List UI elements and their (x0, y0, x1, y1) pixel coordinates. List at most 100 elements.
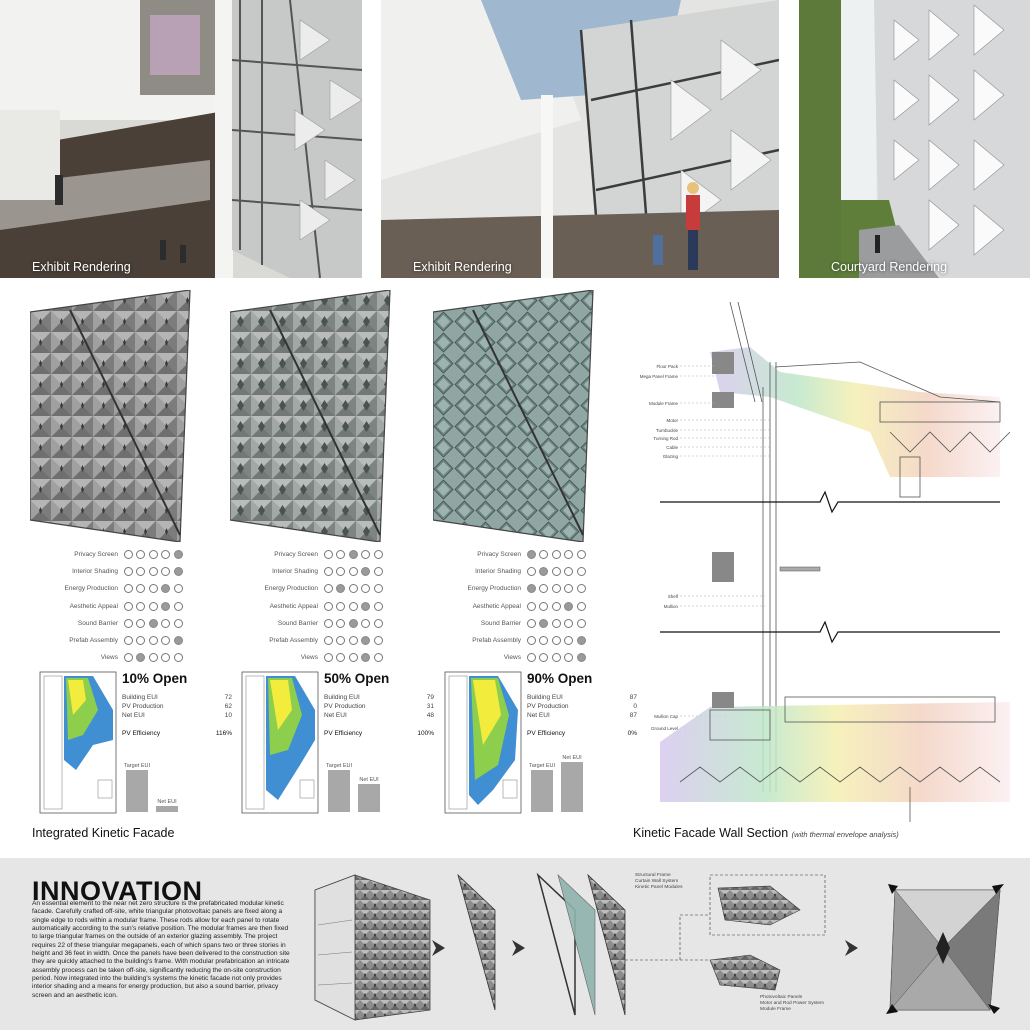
label-kinetic-panel-modules: Kinetic Panel Modules (635, 884, 683, 890)
label-module-frame-detail: Module Frame (760, 1006, 791, 1012)
label-curtain-wall-system: Curtain Wall System (635, 878, 678, 884)
stat-title: 90% Open (527, 671, 593, 686)
pv-efficiency-value: 116% (215, 730, 232, 737)
eui-bar (328, 770, 350, 812)
eui-bar-label: Net EUI (157, 799, 177, 806)
stat-row: Building EUI 79 (324, 694, 434, 703)
rating-dot (361, 584, 371, 594)
rating-row: Privacy Screen (234, 546, 424, 563)
label-mullion: Mullion (664, 604, 679, 609)
rating-dot (576, 550, 586, 560)
rating-dot (148, 653, 158, 663)
stat-value: 87 (629, 712, 637, 719)
rating-dot (148, 618, 158, 628)
rating-dot (348, 618, 358, 628)
exhibit-rendering-1: Exhibit Rendering (0, 0, 362, 278)
rating-dot (173, 618, 183, 628)
rating-dot (576, 618, 586, 628)
stat-label: Building EUI (527, 694, 563, 701)
rating-dot (539, 636, 549, 646)
rating-dot (539, 653, 549, 663)
rating-dot (148, 584, 158, 594)
rating-label: Sound Barrier (480, 619, 521, 627)
rating-dot (348, 567, 358, 577)
label-floor-pack: Floor Pack (656, 364, 678, 369)
eui-bar (561, 761, 583, 812)
stat-label: Building EUI (324, 694, 360, 701)
rating-row: Energy Production (437, 580, 627, 597)
facade-panel-10-open (30, 290, 191, 542)
rating-row: Interior Shading (234, 563, 424, 580)
eui-bar (531, 770, 553, 812)
stat-label: Net EUI (122, 712, 145, 719)
wall-section-drawing: Floor Pack Mega Panel Frame Module Frame… (640, 301, 1011, 822)
rating-dot (576, 567, 586, 577)
rating-label: Aesthetic Appeal (269, 602, 318, 610)
rating-label: Interior Shading (475, 568, 521, 576)
rating-dot (348, 601, 358, 611)
rating-row: Prefab Assembly (234, 632, 424, 649)
rating-dot (336, 618, 346, 628)
label-photovoltaic-panels: Photovoltaic Panels (760, 994, 803, 1000)
stat-label: Net EUI (324, 712, 347, 719)
rating-dot (136, 567, 146, 577)
rating-dot (551, 653, 561, 663)
rating-label: Prefab Assembly (472, 637, 521, 645)
eui-bar (156, 806, 178, 812)
stat-label: PV Production (122, 703, 164, 710)
rating-label: Interior Shading (272, 568, 318, 576)
stat-value: 79 (426, 694, 434, 701)
rating-dot (551, 567, 561, 577)
stat-value: 72 (224, 694, 232, 701)
rating-row: Sound Barrier (234, 615, 424, 632)
rating-dot (124, 567, 133, 577)
rating-dot (564, 636, 574, 646)
rating-label: Energy Production (64, 585, 118, 593)
rating-dot (527, 550, 536, 560)
rating-dot (148, 636, 158, 646)
rating-dot (336, 653, 346, 663)
rating-dot (539, 584, 549, 594)
label-ground-level: Ground Level (651, 726, 678, 731)
rating-dot (336, 550, 346, 560)
eui-bar-label: Net EUI (562, 754, 582, 761)
rating-label: Energy Production (264, 585, 318, 593)
rating-row: Prefab Assembly (34, 632, 224, 649)
rating-dot (564, 601, 574, 611)
stat-title: 50% Open (324, 671, 390, 686)
pv-efficiency-value: 0% (627, 730, 637, 737)
rating-dot (173, 567, 183, 577)
rating-dot (551, 618, 561, 628)
rating-dot (551, 636, 561, 646)
rating-label: Sound Barrier (277, 619, 318, 627)
rating-dot (361, 618, 371, 628)
rating-label: Privacy Screen (477, 551, 521, 559)
rating-dot (148, 601, 158, 611)
eui-bar-label: Target EUI (529, 763, 555, 770)
label-module-frame: Module Frame (649, 401, 679, 406)
rating-dot (136, 636, 146, 646)
rating-dot (361, 636, 371, 646)
rating-dot (136, 653, 146, 663)
rating-dot (324, 636, 333, 646)
rating-dot (173, 653, 183, 663)
innovation-text: An essential element to the near net zer… (32, 900, 290, 999)
rating-row: Views (437, 649, 627, 666)
rating-dot (148, 550, 158, 560)
stat-label: PV Production (324, 703, 366, 710)
stat-title: 10% Open (122, 671, 188, 686)
rating-dot (124, 636, 133, 646)
